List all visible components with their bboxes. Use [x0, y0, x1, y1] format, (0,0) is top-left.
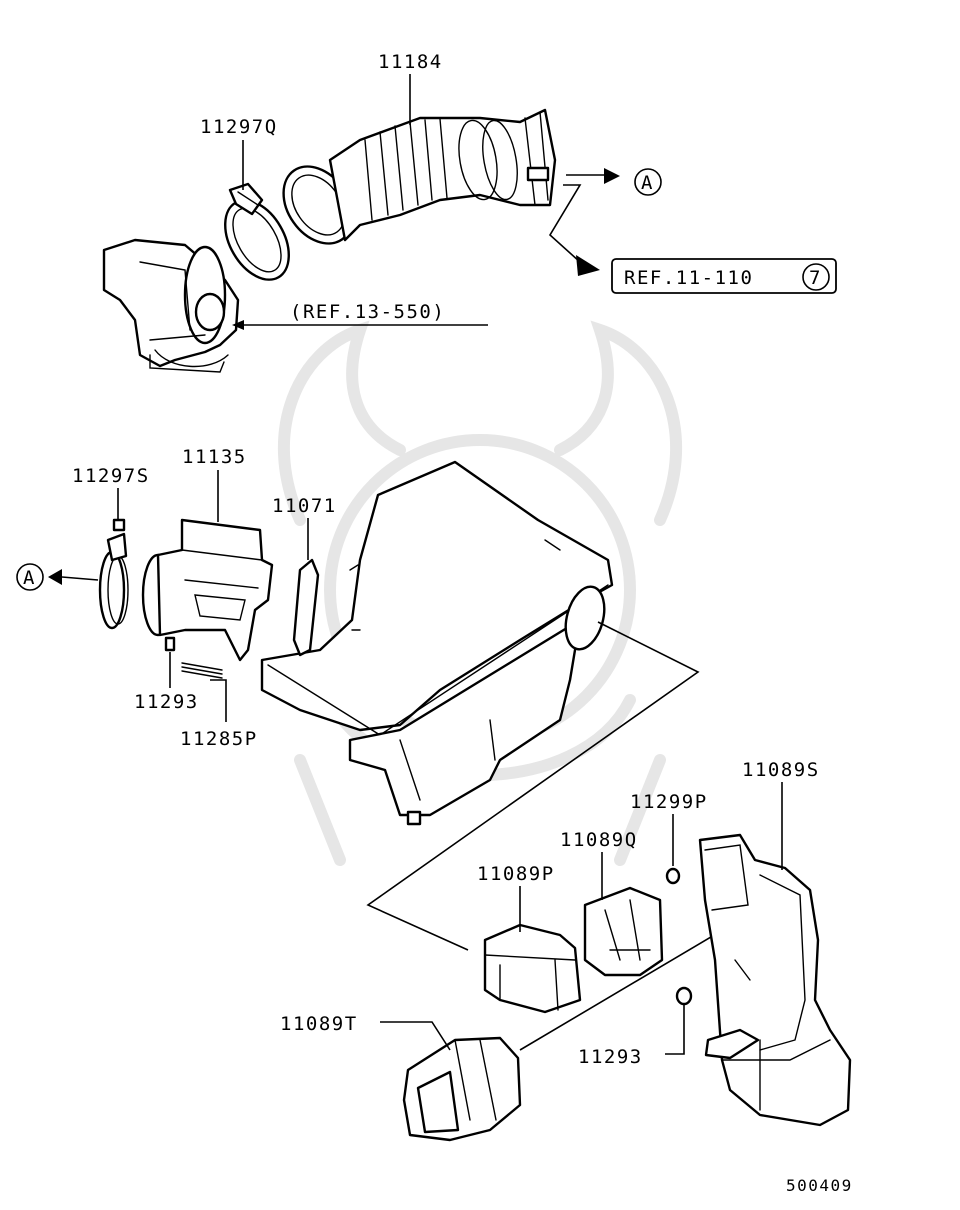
connector-a-top: A	[634, 168, 662, 196]
air-cleaner-box	[260, 460, 614, 826]
label-11089s: 11089S	[742, 759, 820, 781]
label-11285p: 11285P	[180, 728, 258, 750]
clamp-11297q	[224, 182, 290, 281]
resonator-11089s	[698, 833, 852, 1127]
label-11135: 11135	[182, 446, 247, 468]
ref-11-110-label: REF.11-110	[624, 267, 753, 289]
label-11297s: 11297S	[72, 465, 150, 487]
label-11089q: 11089Q	[560, 829, 638, 851]
label-11297q: 11297Q	[200, 116, 278, 138]
diagram-id: 500409	[786, 1176, 853, 1195]
gasket-11071	[292, 558, 320, 657]
ref-11-110-box: REF.11-110 7	[611, 258, 837, 294]
duct-11089q	[583, 886, 664, 977]
label-11184: 11184	[378, 51, 443, 73]
label-11293-top: 11293	[134, 691, 199, 713]
air-flow-sensor-11135	[141, 518, 274, 662]
duct-11089p	[483, 923, 582, 1014]
label-11299p: 11299P	[630, 791, 708, 813]
connector-a-left-label: A	[23, 567, 36, 589]
label-11071: 11071	[272, 495, 337, 517]
label-11089p: 11089P	[477, 863, 555, 885]
duct-11089t	[402, 1036, 522, 1142]
nut-11293-bottom	[675, 986, 693, 1006]
screw-11293-top	[164, 636, 176, 652]
throttle-body	[102, 238, 240, 373]
screw-11285p	[181, 662, 223, 679]
leader-11089t	[380, 1021, 451, 1051]
connector-a-top-label: A	[641, 172, 654, 194]
label-11293-bottom: 11293	[578, 1046, 643, 1068]
leader-11285p	[210, 679, 227, 722]
label-11089t: 11089T	[280, 1013, 358, 1035]
connector-a-left: A	[16, 563, 99, 591]
ref-13-550-label: (REF.13-550)	[290, 301, 445, 323]
leader-11293-bottom	[665, 1005, 685, 1055]
clamp-11297s	[98, 518, 129, 630]
intake-hose-11184	[282, 108, 557, 245]
ref-11-110-circle-label: 7	[809, 267, 822, 289]
nut-11299p	[665, 867, 681, 885]
leader-arrows-top	[232, 168, 620, 330]
